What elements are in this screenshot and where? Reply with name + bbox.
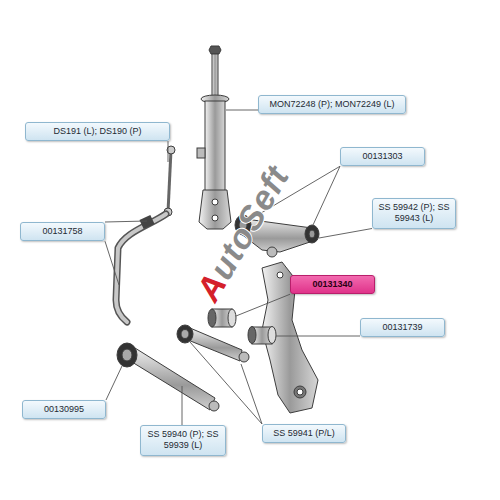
shock-absorber	[212, 199, 218, 205]
leader-line	[190, 342, 262, 424]
bushing	[268, 327, 276, 344]
part-number: SS 59942 (P); SS 59943 (L)	[378, 202, 450, 225]
part-number: SS 59940 (P); SS 59939 (L)	[146, 429, 220, 452]
leader-line	[236, 294, 290, 316]
part-number: MON72248 (P); MON72249 (L)	[264, 99, 400, 110]
part-number-box: SS 59941 (P/L)	[262, 424, 346, 443]
bushing	[248, 327, 256, 344]
shock-absorber	[205, 101, 225, 193]
leader-line	[182, 386, 183, 425]
lower-control-arm	[132, 348, 215, 410]
shock-absorber	[197, 148, 205, 158]
part-number: 00131340	[296, 279, 369, 290]
bushing	[208, 309, 216, 327]
lower-control-arm	[209, 401, 219, 411]
part-number-box: MON72248 (P); MON72249 (L)	[258, 95, 406, 114]
leader-line	[105, 221, 147, 222]
part-number: 00131758	[26, 226, 99, 237]
part-number: 00130995	[28, 404, 100, 415]
bushing	[208, 309, 276, 344]
leader-line	[226, 110, 258, 111]
part-number-box: SS 59940 (P); SS 59939 (L)	[140, 425, 226, 456]
lower-control-arm	[181, 330, 189, 339]
stabilizer-link	[164, 146, 175, 216]
lower-control-arm	[117, 325, 249, 411]
part-number-box: 00130995	[22, 400, 106, 419]
leader-line	[276, 336, 360, 337]
stabilizer-bar	[139, 215, 154, 229]
steering-knuckle	[297, 389, 303, 395]
shock-absorber	[212, 54, 218, 98]
upper-control-arm	[309, 230, 315, 238]
stabilizer-bar	[116, 214, 166, 322]
leader-line	[168, 141, 169, 162]
part-number: SS 59941 (P/L)	[268, 428, 340, 439]
part-number: DS191 (L); DS190 (P)	[31, 126, 164, 137]
lower-control-arm	[177, 325, 193, 343]
shock-absorber	[209, 46, 221, 54]
lower-control-arm	[122, 349, 132, 361]
part-number-box: 00131303	[340, 147, 425, 166]
lower-control-arm	[239, 352, 249, 362]
highlighted-part-box: 00131340	[290, 275, 375, 294]
stabilizer-bar	[116, 214, 166, 322]
leader-line	[106, 366, 122, 400]
part-number-box: DS191 (L); DS190 (P)	[25, 122, 170, 141]
leader-line	[105, 241, 119, 285]
upper-control-arm	[305, 225, 319, 243]
part-number-box: SS 59942 (P); SS 59943 (L)	[372, 198, 456, 229]
stabilizer-bar	[116, 214, 166, 322]
steering-knuckle	[277, 272, 283, 278]
part-number-box: 00131758	[20, 222, 105, 241]
part-number: 00131303	[346, 151, 419, 162]
part-number: 00131739	[366, 322, 439, 333]
shock-absorber	[212, 215, 218, 221]
upper-control-arm	[267, 247, 277, 257]
leader-line	[313, 166, 340, 225]
part-number-box: 00131739	[360, 318, 445, 337]
leader-line	[241, 364, 262, 424]
leader-line	[319, 229, 372, 239]
lower-control-arm	[117, 343, 137, 367]
shock-absorber	[197, 46, 231, 229]
lower-control-arm	[188, 328, 242, 361]
bushing	[228, 309, 236, 327]
steering-knuckle	[294, 386, 306, 398]
